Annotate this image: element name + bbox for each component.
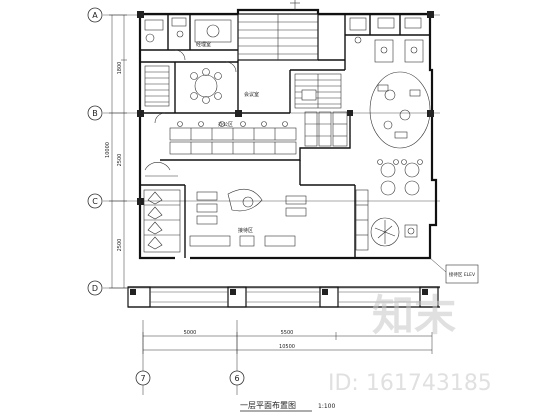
dim-left-2: 2500 bbox=[117, 154, 123, 167]
axis-label-d: D bbox=[92, 284, 98, 293]
frontage-rails bbox=[150, 291, 420, 303]
elevation-callout: 接待区 ELEV bbox=[429, 257, 479, 284]
callout-text: 接待区 ELEV bbox=[449, 271, 476, 278]
executive-lounge bbox=[349, 17, 431, 251]
workstations bbox=[169, 111, 348, 155]
frontage-walls bbox=[127, 286, 440, 308]
dim-left-1: 1800 bbox=[117, 62, 123, 75]
scale-text: 1:100 bbox=[318, 403, 335, 410]
row-axis-markers: A B C D bbox=[87, 7, 103, 296]
interior-walls bbox=[140, 14, 430, 258]
structural-columns bbox=[137, 11, 434, 205]
watermark-id: ID: 161743185 bbox=[328, 371, 492, 396]
dim-bottom-1: 5000 bbox=[184, 330, 197, 336]
dim-left-3: 2500 bbox=[117, 239, 123, 252]
restroom-block bbox=[143, 162, 181, 253]
stair-core-mid bbox=[294, 73, 342, 109]
axis-label-a: A bbox=[92, 11, 98, 20]
room-tag-office: 办公区 bbox=[218, 121, 233, 128]
dim-bottom-2: 5500 bbox=[281, 330, 294, 336]
col-axis-markers: 7 6 bbox=[135, 370, 245, 386]
dim-bottom-total: 10500 bbox=[279, 344, 295, 350]
axis-label-6: 6 bbox=[234, 374, 239, 383]
axis-label-b: B bbox=[92, 109, 98, 118]
dim-left-total: 10000 bbox=[105, 142, 111, 158]
exterior-walls bbox=[138, 8, 438, 260]
furniture-top-left bbox=[144, 17, 237, 124]
reception-lounge bbox=[189, 188, 307, 247]
title-text: 一层平面布置图 bbox=[240, 400, 296, 410]
axis-label-c: C bbox=[92, 197, 98, 206]
room-tag-manager: 经理室 bbox=[196, 41, 211, 48]
stair-core-top bbox=[237, 0, 319, 61]
bottom-dimension-chain bbox=[142, 332, 433, 354]
drawing-title: 一层平面布置图 1:100 bbox=[240, 400, 335, 412]
room-tag-reception: 接待区 bbox=[238, 227, 253, 234]
room-tag-meeting: 会议室 bbox=[244, 91, 259, 98]
frontage-piers bbox=[130, 289, 428, 295]
axis-label-7: 7 bbox=[140, 374, 145, 383]
watermark-brand: 知末 bbox=[372, 291, 456, 340]
watermark: 知末 ID: 161743185 bbox=[328, 291, 492, 396]
left-dimension-chain bbox=[109, 14, 127, 289]
